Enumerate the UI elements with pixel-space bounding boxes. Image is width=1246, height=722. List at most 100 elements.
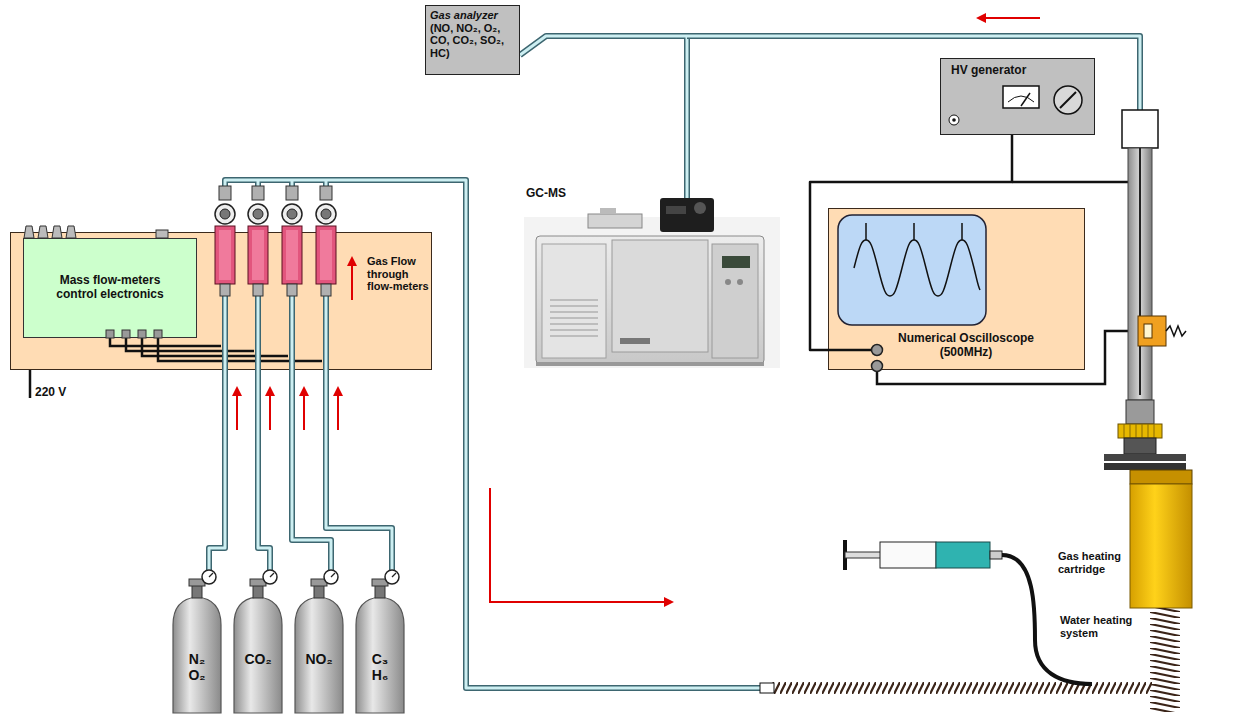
plasma-reactor <box>1118 424 1162 438</box>
gas-pipe <box>289 292 295 371</box>
gas-cylinder-outline <box>171 563 223 715</box>
hv-controls <box>1021 93 1030 106</box>
hv-wire <box>1012 181 1128 184</box>
oscilloscope-panel: Numerical Oscilloscope (500MHz) <box>828 208 1085 370</box>
mass-flow-meter <box>321 209 331 219</box>
gc-ms-photo <box>536 236 764 364</box>
gas-pipe <box>258 370 270 563</box>
text-holder: (NO, NO₂, O₂, CO, CO₂, SO₂, HC) <box>430 22 515 60</box>
water-syringe <box>843 540 847 570</box>
mass-flow-meter <box>219 186 231 200</box>
text-holder: GC-MS <box>526 187 566 201</box>
hv-controls <box>949 115 959 125</box>
heating-coil <box>760 608 1180 712</box>
gas-pipe-core <box>687 36 1140 112</box>
text-holder: CO₂ <box>232 651 284 667</box>
gas-pipe-core <box>520 36 687 215</box>
gas-pipe-core <box>224 292 227 371</box>
hv-controls <box>1008 96 1034 102</box>
flow-direction-arrow <box>490 488 672 602</box>
gas-pipe <box>255 292 261 371</box>
gas-pipe-core <box>291 292 294 371</box>
oscilloscope-screen <box>854 240 980 296</box>
gc-ms-photo <box>612 240 708 352</box>
control-knob <box>106 330 114 338</box>
gas-pipe <box>255 180 261 190</box>
water-syringe <box>936 542 990 568</box>
mass-flow-meter <box>282 226 302 284</box>
gas-pipe-core <box>257 180 260 190</box>
plasma-reactor <box>1124 438 1156 454</box>
gas-pipe <box>258 370 270 563</box>
gas-cylinder-outline <box>192 585 202 598</box>
node-label: HV generator <box>951 64 1026 78</box>
gas-cylinder-outline <box>295 597 343 713</box>
oscilloscope-screen <box>872 361 883 372</box>
mass-flow-meter <box>220 284 230 296</box>
mass-flow-meter <box>287 209 297 219</box>
control-knob <box>138 330 146 338</box>
gas-cylinder-outline <box>324 570 338 584</box>
part-label: Gas heating cartridge <box>1058 550 1128 575</box>
gas-cylinder-outline <box>293 563 345 715</box>
hv-controls <box>1060 92 1076 108</box>
mass-flow-meter <box>316 204 336 224</box>
mass-flow-meter <box>248 226 268 284</box>
gc-ms-photo <box>737 279 743 285</box>
text-holder: Gas heating cartridge <box>1058 550 1128 575</box>
plasma-reactor <box>1122 110 1158 148</box>
mass-flow-meter <box>282 204 302 224</box>
node-label: NO₂ <box>305 651 332 667</box>
gas-pipe-core <box>325 292 328 371</box>
gc-ms-photo <box>542 244 606 358</box>
text-holder: N₂ O₂ <box>171 651 223 683</box>
oscilloscope-screen <box>838 215 986 325</box>
node-label: Gas Flow through flow-meters <box>367 255 431 293</box>
gas-cylinder-outline <box>202 570 216 584</box>
text-holder: Numerical Oscilloscope (500MHz) <box>887 332 1045 360</box>
mass-flow-meter <box>286 186 298 200</box>
mass-flow-meter <box>215 186 336 296</box>
mass-flow-meter <box>252 186 264 200</box>
gas-cylinder-outline <box>314 585 324 598</box>
water-syringe <box>845 552 881 558</box>
mass-flow-meter <box>215 226 235 284</box>
gc-ms-photo <box>725 279 731 285</box>
water-syringe <box>845 540 1092 684</box>
flow-direction-arrow <box>337 388 339 430</box>
plasma-reactor <box>1104 110 1192 608</box>
mass-flow-meter <box>253 284 263 296</box>
gc-ms-photo <box>524 217 780 368</box>
gc-ms-photo <box>660 198 714 232</box>
node-label: GC-MS <box>526 187 566 201</box>
node-label: Mass flow-meters control electronics <box>43 274 177 302</box>
gas-pipe-core <box>257 292 260 371</box>
flow-direction-arrow <box>269 388 271 430</box>
node-label: C₃ H₆ <box>372 651 389 683</box>
plasma-reactor <box>1138 316 1166 346</box>
heating-coil <box>760 683 774 693</box>
gc-ms-photo <box>600 208 616 214</box>
control-cable <box>29 370 32 398</box>
gas-pipe-core <box>258 370 270 563</box>
gas-pipe <box>687 36 1140 112</box>
hv-controls <box>1054 86 1082 114</box>
mass-flow-meter <box>215 204 235 224</box>
gas-cylinder-outline <box>331 573 335 577</box>
mass-flow-meter <box>248 204 268 224</box>
gc-ms-photo <box>620 338 650 344</box>
gas-cylinder-outline <box>209 573 213 577</box>
hv-wire <box>828 349 872 352</box>
node-label: Gas analyzer <box>430 9 498 22</box>
plasma-reactor <box>1166 326 1186 336</box>
gas-pipe <box>225 180 762 688</box>
gc-ms-instrument: GC-MS <box>522 215 782 370</box>
gas-cylinder-outline <box>173 597 221 713</box>
text-holder: 220 V <box>35 386 79 400</box>
part-label: 220 V <box>35 386 79 400</box>
gc-ms-photo <box>712 244 758 358</box>
gas-pipe-core <box>326 370 392 563</box>
gc-ms-photo <box>722 256 750 268</box>
